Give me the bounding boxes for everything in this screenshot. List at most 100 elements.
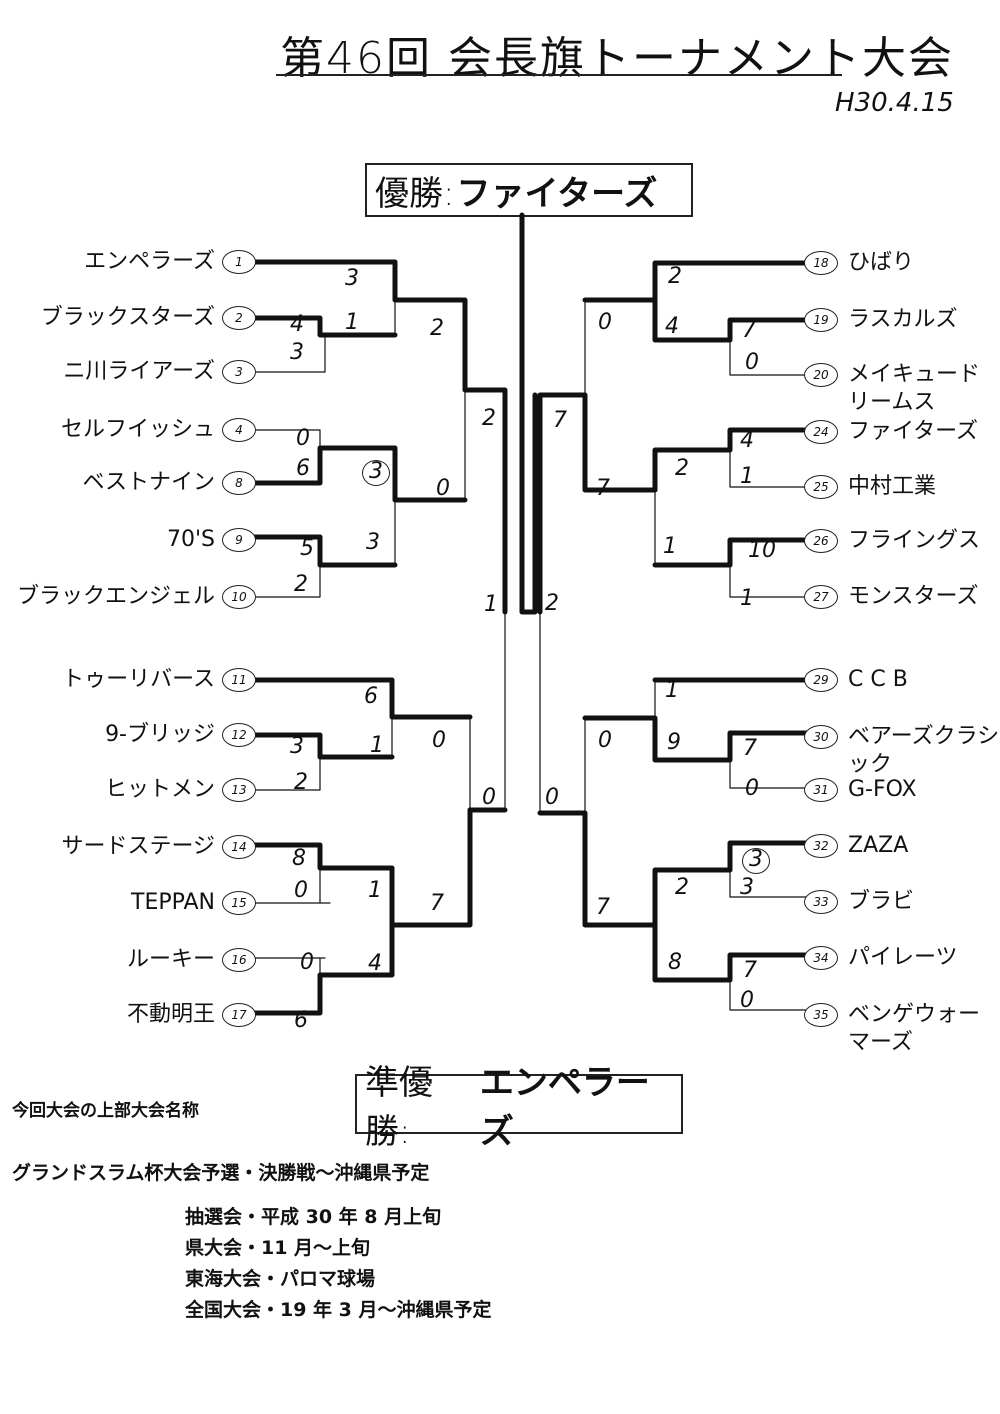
match-score: 0 xyxy=(436,476,450,501)
match-score: 6 xyxy=(294,1008,308,1033)
seed-number: 9 xyxy=(222,528,256,552)
match-score: 2 xyxy=(675,875,689,900)
team-name: ブラビ xyxy=(848,889,915,914)
seed-number: 32 xyxy=(804,834,838,858)
match-score: 2 xyxy=(545,591,559,616)
seed-number: 19 xyxy=(804,308,838,332)
match-score: 3 xyxy=(740,875,754,900)
team-name: ラスカルズ xyxy=(848,307,958,332)
match-score: 1 xyxy=(663,534,677,559)
team-name: メイキュードリームス xyxy=(848,362,981,415)
team-name: セルフイッシュ xyxy=(60,417,215,442)
match-score: 3 xyxy=(362,460,390,486)
team-name: ZAZA xyxy=(848,833,909,858)
match-score: 10 xyxy=(748,538,776,563)
match-score: 7 xyxy=(742,318,756,343)
match-score: 1 xyxy=(345,310,359,335)
champion-box: 優勝: ファイターズ xyxy=(365,163,693,217)
seed-number: 11 xyxy=(222,668,256,692)
seed-number: 31 xyxy=(804,778,838,802)
match-score: 1 xyxy=(368,878,382,903)
team-name: ひばり xyxy=(848,250,915,275)
match-score: 2 xyxy=(675,456,689,481)
upper-tournament-heading: 今回大会の上部大会名称 xyxy=(12,1101,199,1121)
bracket-thin-lines xyxy=(254,262,819,1011)
schedule-item: 東海大会・パロマ球場 xyxy=(185,1268,376,1290)
team-name: 不動明王 xyxy=(126,1002,215,1027)
match-score: 0 xyxy=(300,950,314,975)
match-score: 3 xyxy=(345,266,359,291)
match-score: 1 xyxy=(740,464,754,489)
match-score: 1 xyxy=(665,678,679,703)
runner-up-team: エンペラーズ xyxy=(479,1063,650,1152)
team-name: ベンゲウォーマーズ xyxy=(848,1002,981,1055)
match-score: 7 xyxy=(596,476,610,501)
team-name: ニ川ライアーズ xyxy=(63,359,215,384)
match-score: 3 xyxy=(290,734,304,759)
champion-team: ファイターズ xyxy=(456,173,658,214)
seed-number: 18 xyxy=(804,251,838,275)
match-score: 7 xyxy=(430,891,444,916)
runner-up-label: 準優勝: xyxy=(365,1063,433,1152)
seed-number: 8 xyxy=(222,471,256,495)
seed-number: 14 xyxy=(222,835,256,859)
match-score: 8 xyxy=(668,950,682,975)
schedule-item: 全国大会・19 年 3 月～沖縄県予定 xyxy=(185,1299,492,1321)
match-score: 0 xyxy=(482,785,496,810)
match-score: 7 xyxy=(743,736,757,761)
team-name: ベアーズクラシック xyxy=(848,724,1000,777)
seed-number: 25 xyxy=(804,475,838,499)
team-name: 70'S xyxy=(166,527,215,552)
seed-number: 17 xyxy=(222,1003,256,1027)
match-score: 4 xyxy=(665,314,679,339)
match-score: 0 xyxy=(745,350,759,375)
match-score: 2 xyxy=(294,572,308,597)
match-score: 1 xyxy=(484,592,498,617)
team-name: エンペラーズ xyxy=(84,249,215,274)
team-name: ヒットメン xyxy=(104,777,215,802)
match-score: 6 xyxy=(364,684,378,709)
match-score: 2 xyxy=(482,406,496,431)
seed-number: 12 xyxy=(222,723,256,747)
schedule-item: 県大会・11 月～上旬 xyxy=(185,1237,371,1259)
team-name: 中村工業 xyxy=(848,474,937,499)
seed-number: 34 xyxy=(804,946,838,970)
seed-number: 10 xyxy=(222,585,256,609)
team-name: フライングス xyxy=(848,528,981,553)
match-score: 7 xyxy=(553,408,567,433)
team-name: モンスターズ xyxy=(848,584,979,609)
seed-number: 2 xyxy=(222,306,256,330)
winner-path-lines xyxy=(252,212,821,1016)
seed-number: 33 xyxy=(804,890,838,914)
match-score: 1 xyxy=(740,586,754,611)
match-score: 0 xyxy=(294,878,308,903)
team-name: 9-ブリッジ xyxy=(105,722,215,747)
team-name: TEPPAN xyxy=(131,890,215,915)
match-score: 9 xyxy=(667,730,681,755)
seed-number: 3 xyxy=(222,360,256,384)
team-name: ルーキー xyxy=(126,947,215,972)
team-name: ファイターズ xyxy=(848,419,979,444)
seed-number: 4 xyxy=(222,418,256,442)
match-score: 4 xyxy=(290,312,304,337)
match-score: 2 xyxy=(668,264,682,289)
seed-number: 24 xyxy=(804,420,838,444)
match-score: 0 xyxy=(598,310,612,335)
match-score: 0 xyxy=(740,988,754,1013)
match-score: 2 xyxy=(294,770,308,795)
match-score: 3 xyxy=(366,530,380,555)
match-score: 0 xyxy=(598,728,612,753)
seed-number: 30 xyxy=(804,725,838,749)
match-score: 4 xyxy=(740,428,754,453)
match-score: 8 xyxy=(292,846,306,871)
match-score: 4 xyxy=(368,951,382,976)
seed-number: 29 xyxy=(804,668,838,692)
seed-number: 20 xyxy=(804,363,838,387)
team-name: ブラックスターズ xyxy=(40,305,215,330)
match-score: 3 xyxy=(290,340,304,365)
match-score: 0 xyxy=(745,776,759,801)
match-score: 5 xyxy=(300,536,314,561)
match-score: 7 xyxy=(596,895,610,920)
team-name: ベストナイン xyxy=(82,470,215,495)
